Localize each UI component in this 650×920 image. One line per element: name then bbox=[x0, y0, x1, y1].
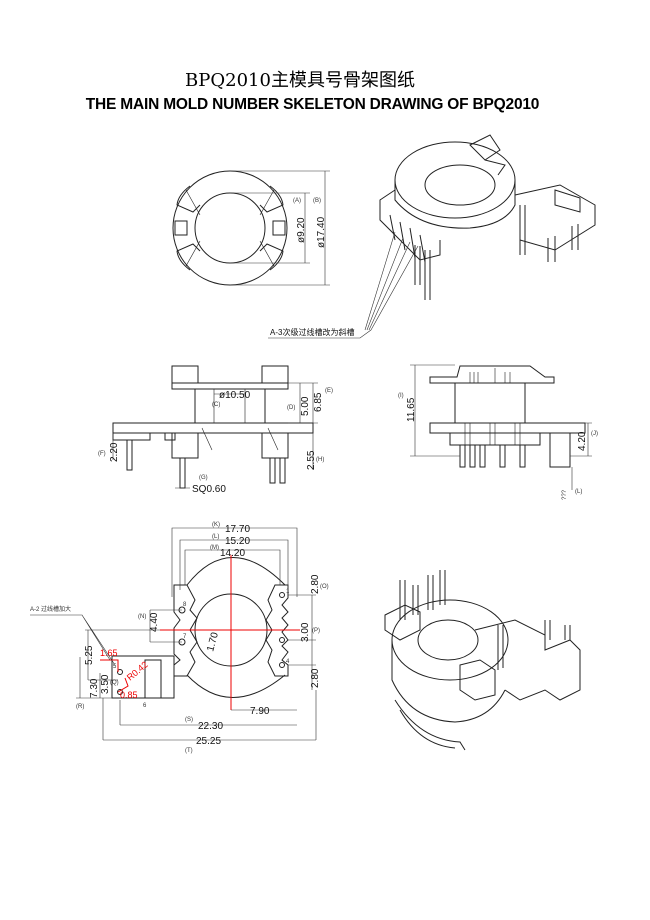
end-view: (I) 11.65 (J) 4.20 ??? (L) bbox=[398, 364, 598, 500]
dim-value: 15.20 bbox=[225, 536, 250, 547]
dim-value: SQ0.60 bbox=[192, 484, 226, 495]
dim-value: 5.00 bbox=[300, 396, 311, 416]
note-a3: A-3次级过线槽改为斜槽 bbox=[270, 327, 354, 337]
dim-value: 1.70 bbox=[205, 631, 221, 653]
dim-value: 2.20 bbox=[109, 442, 120, 462]
dim-tag: (P) bbox=[312, 628, 320, 634]
dim-tag: (N) bbox=[138, 614, 146, 620]
dim-value: 22.30 bbox=[198, 721, 223, 732]
dim-value: 4.40 bbox=[149, 612, 160, 632]
dim-value: 7.90 bbox=[250, 706, 270, 717]
bottom-view: 1.65 0.85 R0.42 5 6 8 7 1 4 A-2 过线槽加大 (K… bbox=[30, 522, 329, 754]
dim-tag: (Q) bbox=[110, 680, 119, 686]
red-dim: 1.65 bbox=[100, 648, 118, 658]
dim-tag: (L) bbox=[212, 534, 219, 540]
dim-tag: (A) bbox=[293, 198, 301, 204]
dim-value: 14.20 bbox=[220, 548, 245, 559]
title-english: THE MAIN MOLD NUMBER SKELETON DRAWING OF… bbox=[85, 96, 540, 113]
dim-tag: (T) bbox=[185, 748, 193, 754]
dim-tag: (S) bbox=[185, 717, 193, 723]
dim-value: 17.70 bbox=[225, 524, 250, 535]
dim-value: 2.55 bbox=[306, 450, 317, 470]
dim-tag: (I) bbox=[398, 393, 404, 399]
dim-tag: (J) bbox=[591, 431, 598, 437]
pin-number: 1 bbox=[286, 589, 290, 595]
dim-value: ø17.40 bbox=[316, 216, 327, 248]
dim-tag: (L) bbox=[575, 489, 582, 495]
dim-value: 2.80 bbox=[310, 574, 321, 594]
pin-number: 5 bbox=[113, 664, 117, 670]
dim-tag: (K) bbox=[212, 522, 220, 528]
title-chinese: BPQ2010主模具号骨架图纸 bbox=[185, 70, 415, 91]
pin-number: 4 bbox=[286, 659, 290, 665]
dim-tag: (D) bbox=[287, 405, 295, 411]
dim-tag: (G) bbox=[199, 475, 208, 481]
dim-value: 25.25 bbox=[196, 736, 221, 747]
dim-value: ??? bbox=[562, 489, 568, 500]
dim-value: 4.20 bbox=[577, 431, 588, 451]
dim-value: 3.00 bbox=[300, 622, 311, 642]
dim-value: 5.25 bbox=[84, 645, 95, 665]
red-dim: 0.85 bbox=[120, 690, 138, 700]
dim-tag: (C) bbox=[212, 402, 220, 408]
dim-value: 11.65 bbox=[406, 397, 417, 422]
dim-tag: (R) bbox=[76, 704, 84, 710]
pin-number: 7 bbox=[183, 634, 187, 640]
dim-value: 3.50 bbox=[100, 674, 111, 694]
dim-tag: (H) bbox=[316, 457, 324, 463]
dim-value: ø9.20 bbox=[296, 217, 307, 243]
dim-value: ø10.50 bbox=[219, 390, 251, 401]
side-view: (C) ø10.50 (D) 5.00 (E) 6.85 (F) 2.20 (H… bbox=[98, 365, 333, 495]
dim-value: 2.80 bbox=[310, 668, 321, 688]
red-dim: R0.42 bbox=[125, 659, 150, 682]
dim-tag: (B) bbox=[313, 198, 321, 204]
isometric-view-top bbox=[268, 134, 596, 339]
dim-value: 7.30 bbox=[89, 678, 100, 698]
dim-tag: (E) bbox=[325, 388, 333, 394]
pin-number: 8 bbox=[183, 602, 187, 608]
dim-value: 6.85 bbox=[313, 392, 324, 412]
isometric-view-bottom bbox=[384, 570, 581, 751]
note-a2: A-2 过线槽加大 bbox=[30, 605, 71, 613]
dim-tag: (O) bbox=[320, 584, 329, 590]
top-view: (A) (B) ø9.20 ø17.40 bbox=[172, 170, 330, 286]
dim-tag: (F) bbox=[98, 451, 106, 457]
dim-tag: (M) bbox=[210, 545, 219, 551]
pin-number: 6 bbox=[143, 703, 147, 709]
